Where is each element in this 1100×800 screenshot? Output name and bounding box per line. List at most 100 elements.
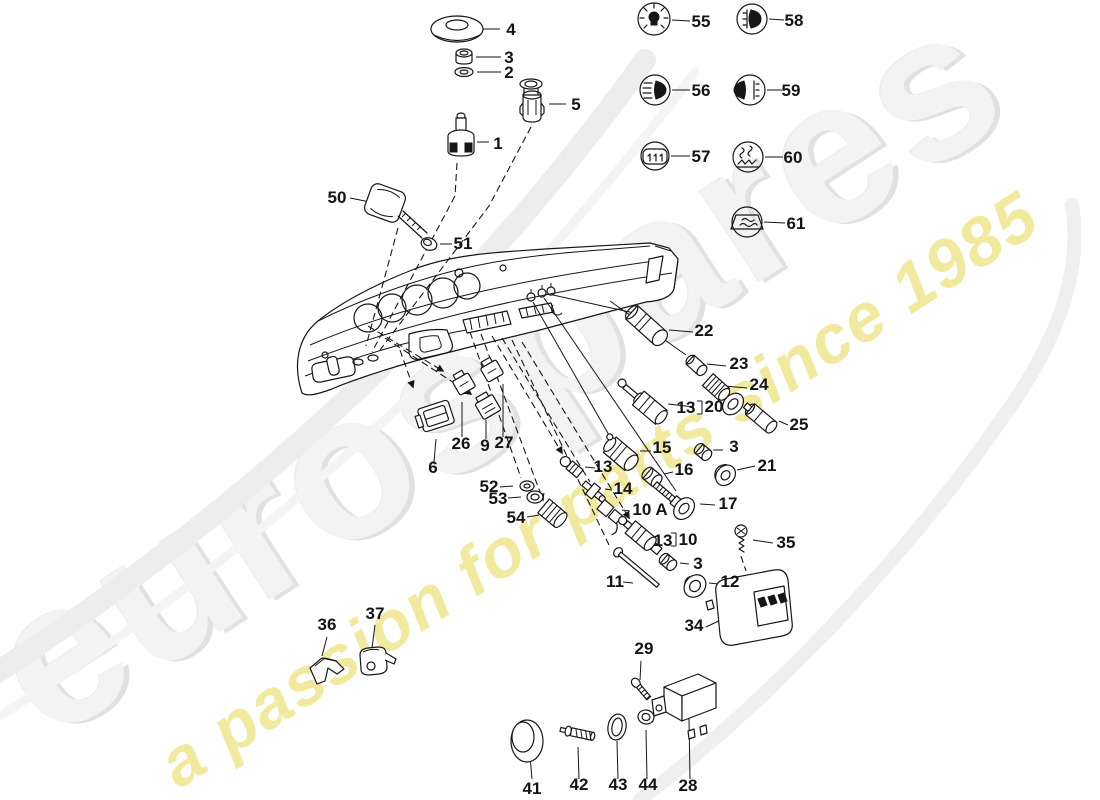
part-label-13: 13 xyxy=(594,457,613,476)
part-54-knurled-cylinder xyxy=(537,498,568,529)
part-label-12: 12 xyxy=(721,572,740,591)
part-label-29: 29 xyxy=(635,639,654,658)
part-label-24: 24 xyxy=(750,375,769,394)
part-12-grommet xyxy=(683,574,707,598)
part-label-21: 21 xyxy=(758,456,777,475)
part-label-14: 14 xyxy=(614,479,633,498)
part-label-54: 54 xyxy=(507,508,526,527)
part-37-clip xyxy=(359,646,397,676)
part-2-washer xyxy=(454,66,474,78)
part-label-34: 34 xyxy=(685,616,704,635)
part-21-grommet xyxy=(714,463,737,487)
part-25-cylinder xyxy=(742,402,778,434)
rear-fog-light-icon xyxy=(733,74,766,106)
part-4-grommet xyxy=(430,15,484,43)
part-label-37: 37 xyxy=(366,604,385,623)
part-label-28: 28 xyxy=(679,776,698,795)
part-23-connector xyxy=(685,354,708,377)
part-label-17: 17 xyxy=(719,494,738,513)
part-9-27-switch xyxy=(474,391,502,420)
part-label-1: 1 xyxy=(493,134,502,153)
part-label-36: 36 xyxy=(318,615,337,634)
part-label-4: 4 xyxy=(506,20,516,39)
part-53-nut xyxy=(526,490,544,504)
part-50-knob xyxy=(363,183,428,239)
part-11-pin xyxy=(613,547,660,588)
part-35-screw xyxy=(734,524,748,553)
headlight-beam-icon xyxy=(736,3,768,35)
part-6-rocker-switch xyxy=(414,399,455,433)
part-3-bushing-top xyxy=(455,48,473,65)
part-label-27: 27 xyxy=(495,433,514,452)
part-51-nut xyxy=(420,237,438,251)
part-52-nut xyxy=(519,480,535,492)
part-label-15: 15 xyxy=(653,438,672,457)
part-label-43: 43 xyxy=(609,775,628,794)
heating-element-icon xyxy=(732,141,764,173)
rear-window-defroster-icon xyxy=(640,141,670,171)
part-label-3: 3 xyxy=(504,48,513,67)
part-label-57: 57 xyxy=(692,147,711,166)
part-41-ring xyxy=(510,719,544,763)
part-label-50: 50 xyxy=(328,188,347,207)
part-label-61: 61 xyxy=(787,214,806,233)
part-label-13: 13 xyxy=(677,398,696,417)
part-13-10-switch-assembly xyxy=(618,515,663,556)
part-label-26: 26 xyxy=(452,434,471,453)
part-label-42: 42 xyxy=(570,775,589,794)
part-label-3: 3 xyxy=(729,437,738,456)
part-15-switch xyxy=(602,433,639,471)
part-label-41: 41 xyxy=(523,779,542,798)
instrument-lighting-icon xyxy=(637,2,671,36)
part-label-10A: 10 A xyxy=(632,500,667,519)
part-20-switch-assembly xyxy=(617,378,668,425)
part-upper-switch xyxy=(480,356,504,383)
part-3-bushing-mid xyxy=(693,442,713,462)
part-24-knurled-cap xyxy=(701,373,731,401)
part-label-20: 20 xyxy=(705,397,724,416)
part-label-10: 10 xyxy=(679,530,698,549)
leader-lines xyxy=(321,18,789,780)
low-beam-headlight-icon xyxy=(639,74,671,106)
part-label-35: 35 xyxy=(777,533,796,552)
part-29-screw xyxy=(630,677,652,701)
part-34-relay xyxy=(705,569,793,646)
part-43-grommet-ring xyxy=(607,713,627,741)
part-14-bulb-holder xyxy=(581,480,606,503)
windshield-defrost-icon xyxy=(730,206,764,238)
part-10a-socket xyxy=(596,499,624,536)
part-17-switch-shaft xyxy=(652,481,696,521)
dashboard-art xyxy=(296,242,679,396)
part-42-screw xyxy=(559,725,596,741)
part-escutcheon xyxy=(721,392,745,416)
part-label-53: 53 xyxy=(489,489,508,508)
part-label-60: 60 xyxy=(784,148,803,167)
part-26-switch xyxy=(452,369,476,396)
part-label-23: 23 xyxy=(730,354,749,373)
part-label-25: 25 xyxy=(790,415,809,434)
part-label-16: 16 xyxy=(675,460,694,479)
part-label-13: 13 xyxy=(654,531,673,550)
part-label-5: 5 xyxy=(571,95,580,114)
part-44-nut xyxy=(637,709,655,725)
part-16-bushing xyxy=(641,466,663,488)
part-3-bushing-low xyxy=(658,552,678,572)
part-label-59: 59 xyxy=(782,81,801,100)
part-label-9: 9 xyxy=(480,436,489,455)
part-label-22: 22 xyxy=(695,321,714,340)
part-13-bulb-mid xyxy=(559,455,584,479)
part-label-11: 11 xyxy=(606,572,624,591)
part-label-2: 2 xyxy=(504,63,513,82)
part-label-58: 58 xyxy=(785,11,804,30)
part-22-cylinder xyxy=(624,304,668,347)
part-label-56: 56 xyxy=(692,81,711,100)
part-5-push-switch xyxy=(519,78,545,123)
part-label-52: 52 xyxy=(480,477,499,496)
part-1-bulb-switch xyxy=(447,112,475,157)
part-label-55: 55 xyxy=(692,12,711,31)
part-label-3: 3 xyxy=(693,554,702,573)
